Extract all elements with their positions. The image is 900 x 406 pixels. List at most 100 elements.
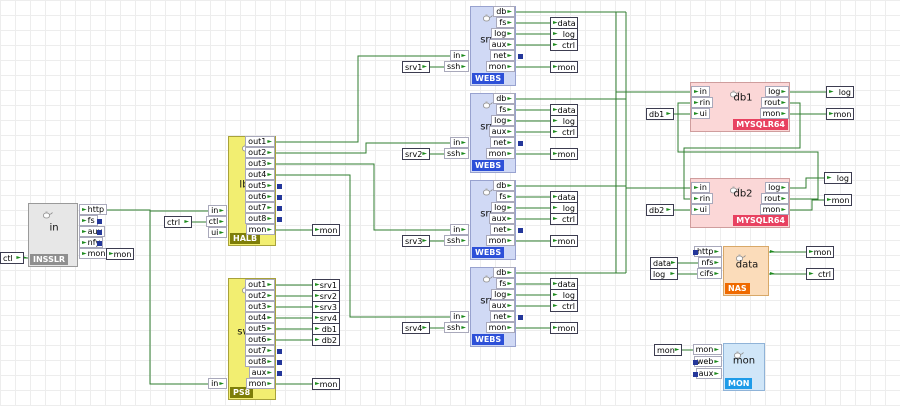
tag-mon[interactable]: mon► <box>654 344 682 356</box>
port-fs[interactable]: fs► <box>496 17 515 28</box>
port-in[interactable]: ►in <box>691 182 710 193</box>
port-out3[interactable]: out3► <box>245 301 275 312</box>
port-in[interactable]: in► <box>450 311 469 322</box>
tag-mon[interactable]: ►mon <box>806 246 834 258</box>
port-aux[interactable]: aux► <box>488 126 515 137</box>
port-aux[interactable]: aux► <box>248 367 275 378</box>
port-out3[interactable]: out3► <box>245 158 275 169</box>
port-net[interactable]: net► <box>490 137 515 148</box>
port-out8[interactable]: out8► <box>245 356 275 367</box>
port-rin[interactable]: ►rin <box>691 97 714 108</box>
port-ssh[interactable]: ssh► <box>443 148 469 159</box>
port-nfy[interactable]: ►nfy <box>79 237 104 248</box>
port-net[interactable]: net► <box>490 311 515 322</box>
tag-ctrl[interactable]: ►ctrl <box>550 213 578 225</box>
port-mon[interactable]: mon► <box>245 224 275 235</box>
tag-db1[interactable]: db1► <box>646 108 674 120</box>
port-in[interactable]: in► <box>450 137 469 148</box>
tag-ctrl[interactable]: ctrl► <box>164 216 192 228</box>
port-log[interactable]: log► <box>491 28 515 39</box>
port-out8[interactable]: out8► <box>245 213 275 224</box>
tag-log[interactable]: ►log <box>826 86 854 98</box>
tag-ctrl[interactable]: ►ctrl <box>806 268 834 280</box>
tag-ctrl[interactable]: ►ctrl <box>550 300 578 312</box>
port-log[interactable]: log► <box>765 182 789 193</box>
tag-mon[interactable]: ►mon <box>824 194 852 206</box>
port-aux[interactable]: aux► <box>488 213 515 224</box>
port-ui[interactable]: ui► <box>208 227 227 238</box>
port-stub[interactable]: ► <box>770 268 775 279</box>
port-log[interactable]: log► <box>491 289 515 300</box>
port-out6[interactable]: out6► <box>245 334 275 345</box>
port-mon[interactable]: mon► <box>245 378 275 389</box>
port-cifs[interactable]: cifs► <box>696 268 722 279</box>
port-log[interactable]: log► <box>491 202 515 213</box>
port-db[interactable]: db► <box>493 6 515 17</box>
port-db[interactable]: db► <box>493 93 515 104</box>
tag-ctrl[interactable]: ►ctrl <box>550 39 578 51</box>
tag-db2[interactable]: ►db2 <box>312 334 340 346</box>
tag-srv1[interactable]: srv1► <box>402 61 430 73</box>
port-out5[interactable]: out5► <box>245 323 275 334</box>
port-in[interactable]: in► <box>450 50 469 61</box>
port-log[interactable]: log► <box>765 86 789 97</box>
port-aux[interactable]: ►aux <box>79 226 106 237</box>
port-out5[interactable]: out5► <box>245 180 275 191</box>
port-ssh[interactable]: ssh► <box>443 61 469 72</box>
tag-mon[interactable]: ►mon <box>550 148 578 160</box>
port-db[interactable]: db► <box>493 267 515 278</box>
tag-db2[interactable]: db2► <box>646 204 674 216</box>
port-in[interactable]: in► <box>208 205 227 216</box>
port-mon[interactable]: mon► <box>759 108 789 119</box>
port-out2[interactable]: out2► <box>245 147 275 158</box>
port-fs[interactable]: ►fs <box>79 215 98 226</box>
tag-ctl[interactable]: ctl► <box>0 252 24 264</box>
tag-srv3[interactable]: srv3► <box>402 235 430 247</box>
port-out1[interactable]: out1► <box>245 136 275 147</box>
port-out7[interactable]: out7► <box>245 202 275 213</box>
port-mon[interactable]: mon► <box>485 322 515 333</box>
port-ssh[interactable]: ssh► <box>443 322 469 333</box>
tag-mon[interactable]: ►mon <box>106 248 134 260</box>
port-ssh[interactable]: ssh► <box>443 235 469 246</box>
tag-srv2[interactable]: srv2► <box>402 148 430 160</box>
port-net[interactable]: net► <box>490 224 515 235</box>
port-ui[interactable]: ►ui <box>691 204 710 215</box>
port-ui[interactable]: ►ui <box>691 108 710 119</box>
port-out7[interactable]: out7► <box>245 345 275 356</box>
port-log[interactable]: log► <box>491 115 515 126</box>
port-mon[interactable]: mon► <box>485 61 515 72</box>
port-in[interactable]: in► <box>208 378 227 389</box>
port-rin[interactable]: ►rin <box>691 193 714 204</box>
tag-mon[interactable]: ►mon <box>550 235 578 247</box>
port-nfs[interactable]: nfs► <box>698 257 722 268</box>
port-stub[interactable]: ► <box>770 246 775 257</box>
port-in[interactable]: ►in <box>691 86 710 97</box>
tag-mon[interactable]: ►mon <box>312 224 340 236</box>
port-mon[interactable]: mon► <box>692 344 722 355</box>
port-aux[interactable]: aux► <box>488 39 515 50</box>
port-mon[interactable]: mon► <box>485 235 515 246</box>
tag-log[interactable]: ►log <box>824 172 852 184</box>
port-net[interactable]: net► <box>490 50 515 61</box>
port-rout[interactable]: rout► <box>761 97 789 108</box>
port-out6[interactable]: out6► <box>245 191 275 202</box>
port-out4[interactable]: out4► <box>245 312 275 323</box>
port-out1[interactable]: out1► <box>245 279 275 290</box>
tag-mon[interactable]: ►mon <box>550 322 578 334</box>
port-in[interactable]: in► <box>450 224 469 235</box>
port-http[interactable]: http► <box>693 246 722 257</box>
tag-mon[interactable]: ►mon <box>550 61 578 73</box>
port-db[interactable]: db► <box>493 180 515 191</box>
tag-log[interactable]: ►log <box>550 115 578 127</box>
port-mon[interactable]: mon► <box>759 204 789 215</box>
tag-log[interactable]: log► <box>650 268 678 280</box>
port-rout[interactable]: rout► <box>761 193 789 204</box>
port-mon[interactable]: ►mon <box>79 248 109 259</box>
port-out2[interactable]: out2► <box>245 290 275 301</box>
port-http[interactable]: ►http <box>79 204 108 215</box>
port-ctl[interactable]: ctl► <box>205 216 227 227</box>
